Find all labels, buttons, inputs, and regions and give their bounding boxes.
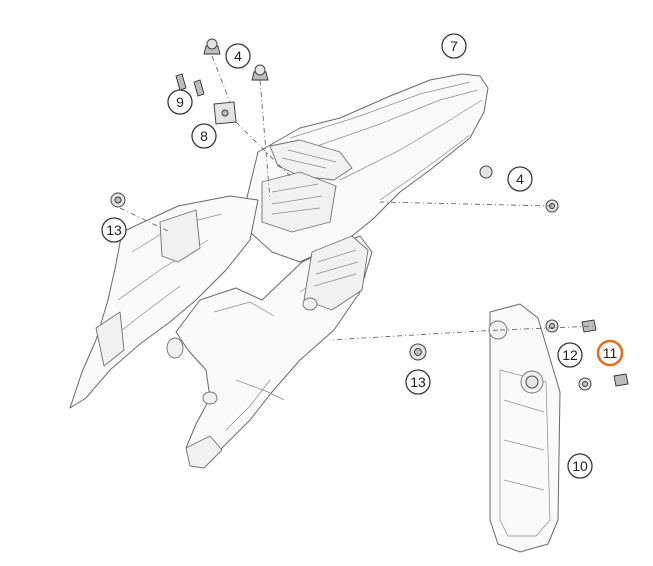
callout-label: 7 — [450, 38, 458, 54]
callout-10: 10 — [567, 453, 593, 479]
callout-label: 10 — [572, 458, 588, 474]
callout-label: 4 — [516, 171, 524, 187]
assembly-lines — [119, 55, 597, 341]
callout-label: 9 — [176, 94, 184, 110]
callout-label: 4 — [234, 48, 242, 64]
callout-11-highlighted: 11 — [596, 339, 624, 367]
mud-flap-part — [488, 303, 561, 553]
rear-fender-part — [69, 73, 489, 469]
callout-label: 13 — [106, 222, 122, 238]
callout-13-left: 13 — [101, 217, 127, 243]
callout-label: 12 — [562, 347, 578, 363]
callout-7: 7 — [441, 33, 467, 59]
callout-9: 9 — [167, 89, 193, 115]
callout-label: 11 — [603, 345, 618, 361]
hardware-group — [110, 38, 629, 391]
callout-4-right: 4 — [507, 166, 533, 192]
callout-label: 13 — [410, 374, 426, 390]
callout-8: 8 — [191, 123, 217, 149]
callout-12: 12 — [557, 342, 583, 368]
callout-13-center: 13 — [405, 369, 431, 395]
callout-4-top: 4 — [225, 43, 251, 69]
callout-label: 8 — [200, 128, 208, 144]
